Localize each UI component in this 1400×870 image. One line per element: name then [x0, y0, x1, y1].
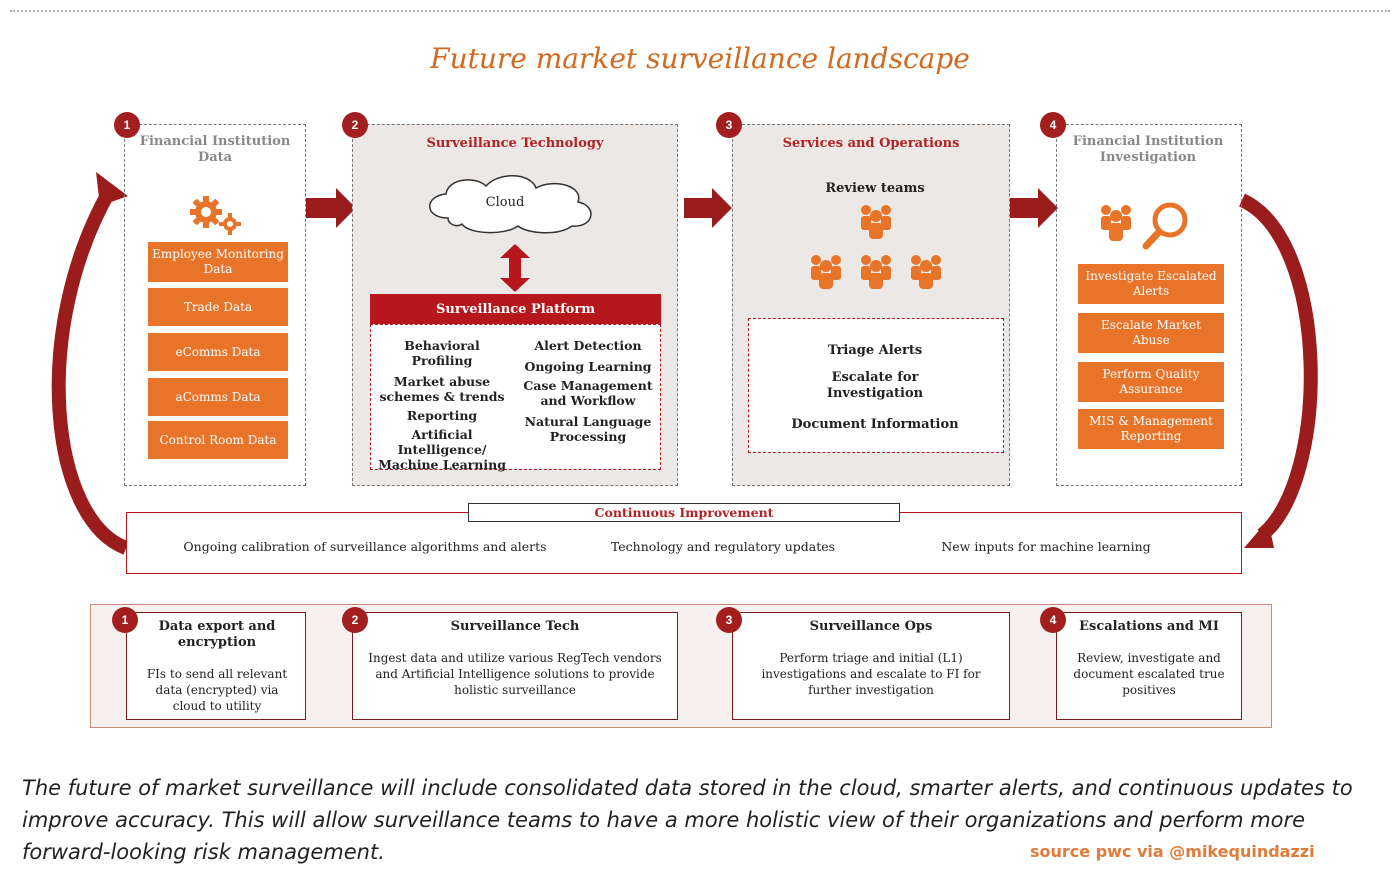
- loop-arrow-right-head: [1244, 520, 1274, 548]
- panel-title: Financial Institution Data: [139, 134, 291, 165]
- step-number-4: 4: [1040, 112, 1066, 138]
- summary-card-1: [126, 612, 306, 720]
- arrow-3-4: [1010, 188, 1058, 228]
- review-teams-label: Review teams: [825, 181, 925, 196]
- summary-body: Perform triage and initial (L1) investig…: [761, 651, 981, 697]
- step-number-2: 2: [342, 112, 368, 138]
- investigation-item-investigate: Investigate Escalated Alerts: [1078, 264, 1224, 304]
- cloud-icon: [429, 175, 592, 234]
- panel-title: Financial Institution Investigation: [1072, 134, 1224, 165]
- continuous-improvement-label: Continuous Improvement: [468, 503, 900, 522]
- data-item-control-room: Control Room Data: [148, 421, 288, 459]
- loop-arrow-left-head: [96, 172, 128, 206]
- summary-body: Review, investigate and document escalat…: [1073, 651, 1225, 697]
- ops-item-triage: Triage Alerts: [827, 343, 923, 358]
- data-item-acomms: aComms Data: [148, 378, 288, 416]
- platform-item: Ongoing Learning: [524, 359, 652, 374]
- operations-box: [748, 318, 1004, 453]
- arrow-2-3: [684, 188, 732, 228]
- step-number-3: 3: [716, 112, 742, 138]
- summary-number-1: 1: [112, 607, 138, 633]
- summary-number-2: 2: [342, 607, 368, 633]
- arrow-1-2: [306, 188, 356, 228]
- investigation-item-quality: Perform Quality Assurance: [1078, 362, 1224, 402]
- summary-title: Escalations and MI: [1079, 619, 1219, 634]
- people-magnifier-icon: [1101, 202, 1188, 250]
- platform-right-column: Alert Detection Ongoing Learning Case Ma…: [518, 338, 658, 444]
- summary-number-3: 3: [716, 607, 742, 633]
- summary-card-3: [732, 612, 1010, 720]
- panel-title: Surveillance Technology: [426, 136, 604, 151]
- platform-item: Natural Language Processing: [524, 414, 652, 444]
- ci-item-calibration: Ongoing calibration of surveillance algo…: [183, 539, 547, 554]
- platform-item: Reporting: [406, 408, 478, 423]
- investigation-item-escalate: Escalate Market Abuse: [1078, 313, 1224, 353]
- source-credit: source pwc via @mikequindazzi: [1030, 842, 1315, 861]
- panel-title: Services and Operations: [782, 136, 960, 151]
- ci-item-updates: Technology and regulatory updates: [610, 539, 836, 554]
- platform-item: Market abuse schemes & trends: [379, 374, 505, 404]
- summary-title: Surveillance Tech: [450, 619, 580, 634]
- summary-body: Ingest data and utilize various RegTech …: [368, 651, 662, 697]
- summary-card-4: [1056, 612, 1242, 720]
- surveillance-platform-body: [370, 324, 661, 470]
- cloud-label: Cloud: [485, 194, 525, 210]
- ops-item-escalate: Escalate for Investigation: [826, 370, 924, 401]
- loop-arrow-right: [1238, 193, 1318, 541]
- gears-icon: [190, 196, 241, 235]
- data-item-employee-monitoring: Employee Monitoring Data: [148, 242, 288, 282]
- platform-item: Artificial Intelligence/ Machine Learnin…: [378, 427, 506, 472]
- diagram-title: Future market surveillance landscape: [430, 42, 970, 75]
- summary-number-4: 4: [1040, 607, 1066, 633]
- ci-item-machine-learning: New inputs for machine learning: [941, 539, 1151, 554]
- data-item-trade: Trade Data: [148, 288, 288, 326]
- caption-text: The future of market surveillance will i…: [22, 776, 1353, 864]
- surveillance-platform-header: Surveillance Platform: [370, 294, 661, 324]
- platform-left-column: Behavioral Profiling Market abuse scheme…: [372, 338, 512, 472]
- platform-item: Case Management and Workflow: [523, 378, 653, 408]
- summary-body: FIs to send all relevant data (encrypted…: [146, 667, 288, 713]
- step-number-1: 1: [114, 112, 140, 138]
- summary-card-2: [352, 612, 678, 720]
- panel-financial-institution-data: [124, 124, 306, 486]
- review-teams-people-icon: [811, 205, 941, 289]
- platform-item: Alert Detection: [534, 338, 642, 353]
- panel-financial-institution-investigation: [1056, 124, 1242, 486]
- top-dotted-rule: [10, 10, 1390, 12]
- continuous-improvement-box: [126, 512, 1242, 574]
- summary-title: Data export and encryption: [158, 619, 276, 650]
- data-item-ecomms: eComms Data: [148, 333, 288, 371]
- bidirectional-arrow-icon: [500, 244, 530, 292]
- summary-title: Surveillance Ops: [809, 619, 933, 634]
- ops-item-document: Document Information: [791, 417, 959, 432]
- platform-item: Behavioral Profiling: [404, 338, 480, 368]
- investigation-item-mis: MIS & Management Reporting: [1078, 409, 1224, 449]
- loop-arrow-left: [51, 186, 129, 555]
